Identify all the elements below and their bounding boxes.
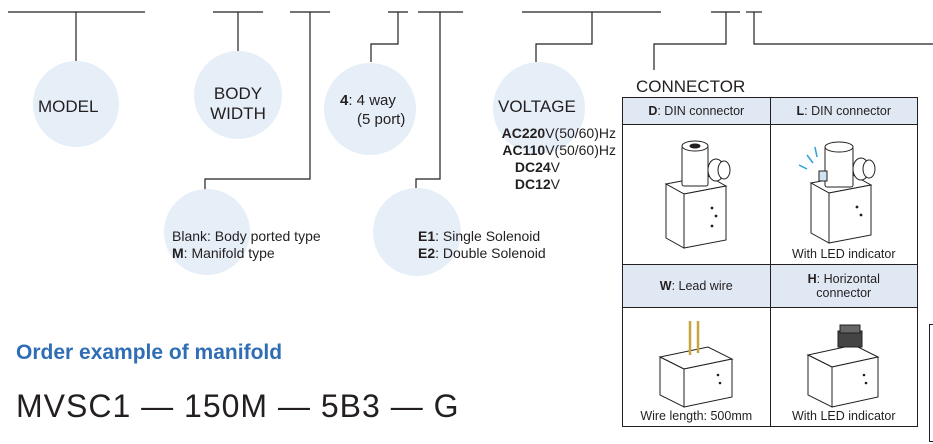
connector-d-header: D: DIN connector bbox=[622, 97, 771, 125]
voltage-item: DC24V bbox=[514, 159, 560, 175]
connector-h-header: H: Horizontal connector bbox=[769, 264, 918, 308]
connector-l-cell: With LED indicator bbox=[769, 124, 918, 265]
connector-l-header: L: DIN connector bbox=[769, 97, 918, 125]
horizontal-connector-image bbox=[806, 324, 880, 408]
connector-h-cell: With LED indicator bbox=[769, 307, 918, 427]
body-type-circle bbox=[164, 189, 250, 275]
voltage-list: AC220V(50/60)Hz AC110V(50/60)Hz DC24V DC… bbox=[440, 125, 616, 193]
body-width-circle bbox=[194, 51, 282, 139]
ports-code: 4 bbox=[340, 92, 349, 109]
din-connector-image bbox=[664, 140, 731, 249]
connector-w-cell: Wire length: 500mm bbox=[622, 307, 771, 427]
ports-text: : 4 way bbox=[348, 92, 396, 109]
order-example-title: Order example of manifold bbox=[16, 341, 283, 364]
next-table-edge bbox=[929, 324, 933, 442]
solenoid-options: E1: Single Solenoid E2: Double Solenoid bbox=[418, 228, 546, 262]
lead-wire-image bbox=[658, 321, 734, 408]
voltage-label: VOLTAGE bbox=[498, 97, 576, 116]
body-width-line1: BODY bbox=[213, 84, 263, 103]
solenoid-single: E1: Single Solenoid bbox=[418, 228, 541, 244]
connector-h-caption: With LED indicator bbox=[791, 409, 896, 423]
voltage-item: AC220V(50/60)Hz bbox=[501, 125, 616, 141]
body-width-label: BODY WIDTH bbox=[196, 84, 280, 124]
solenoid-circle bbox=[373, 188, 461, 276]
voltage-circle bbox=[493, 62, 585, 154]
connector-table: D: DIN connector L: DIN connector bbox=[622, 97, 918, 427]
body-type-blank: Blank: Body ported type bbox=[172, 228, 321, 244]
model-label: MODEL bbox=[38, 97, 99, 116]
voltage-item: DC12V bbox=[514, 176, 560, 192]
connector-d-cell bbox=[622, 124, 771, 265]
model-circle bbox=[33, 61, 119, 147]
connector-title: CONNECTOR bbox=[636, 77, 746, 96]
ports-sub: (5 port) bbox=[357, 111, 406, 128]
connector-w-header: W: Lead wire bbox=[622, 264, 771, 308]
body-type-manifold: M: Manifold type bbox=[172, 245, 275, 261]
body-type-options: Blank: Body ported type M: Manifold type bbox=[172, 228, 321, 262]
ports-label: 4: 4 way (5 port) bbox=[340, 91, 405, 129]
connector-l-caption: With LED indicator bbox=[791, 247, 896, 261]
ports-circle bbox=[324, 63, 416, 155]
connector-w-caption: Wire length: 500mm bbox=[640, 409, 753, 423]
voltage-item: AC110V(50/60)Hz bbox=[502, 142, 616, 158]
order-example-code: MVSC1 — 150M — 5B3 — G bbox=[16, 388, 460, 424]
solenoid-double: E2: Double Solenoid bbox=[418, 245, 546, 261]
body-width-line2: WIDTH bbox=[210, 104, 266, 123]
din-led-connector-image bbox=[798, 141, 876, 244]
